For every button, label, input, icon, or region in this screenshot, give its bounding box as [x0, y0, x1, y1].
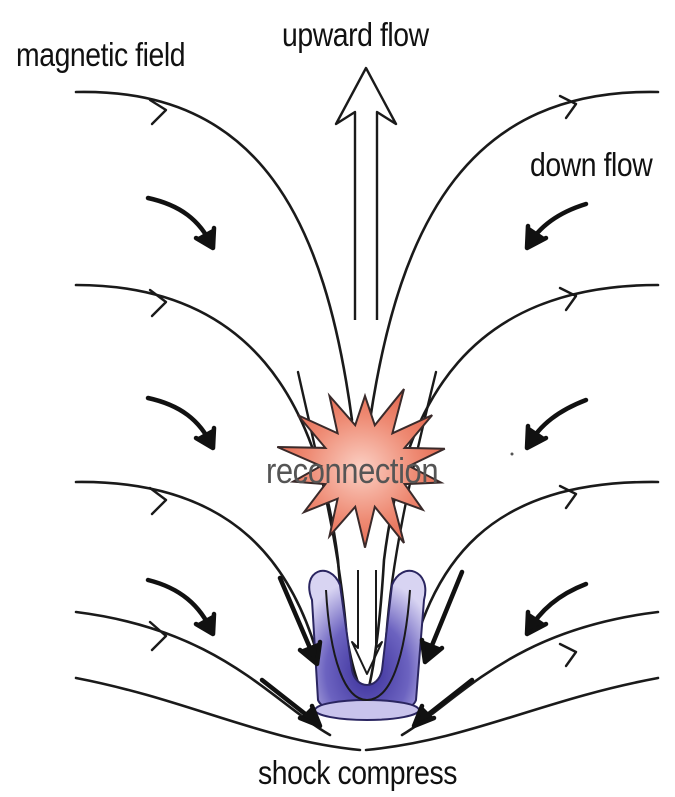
down-flow-label: down flow [530, 148, 652, 181]
down-flow-arrow-right-2 [527, 400, 586, 448]
field-line-right-1 [370, 92, 658, 420]
field-chevron-right-4 [560, 644, 576, 666]
down-flow-arrow-left-1 [148, 198, 214, 248]
shock-compress-label: shock compress [258, 756, 457, 789]
field-chevron-right-1 [560, 96, 576, 118]
upward-flow-label: upward flow [282, 18, 429, 51]
down-flow-arrow-left-3 [148, 580, 214, 634]
field-chevron-left-4 [150, 622, 166, 650]
loop-base [315, 700, 419, 720]
down-flow-arrow-left-2 [148, 398, 214, 448]
field-direction-markers [150, 96, 576, 666]
down-flow-arrow-right-1 [527, 204, 586, 248]
small-dot [511, 453, 514, 456]
shock-arrow-right [414, 680, 472, 726]
field-chevron-right-2 [560, 288, 576, 310]
downward-outflow-arrow [352, 570, 382, 674]
field-line-left-1 [76, 92, 352, 420]
field-line-left-3 [76, 482, 326, 690]
magnetic-field-label: magnetic field [16, 38, 185, 71]
field-line-right-3 [404, 482, 658, 690]
reconnection-label: reconnection [266, 453, 438, 489]
post-flare-loop [309, 571, 425, 720]
inflow-arrow-loop-right [422, 572, 462, 662]
upward-flow-arrow [336, 68, 396, 320]
down-flow-arrow-right-3 [527, 584, 586, 634]
shock-arrow-left [262, 680, 320, 726]
